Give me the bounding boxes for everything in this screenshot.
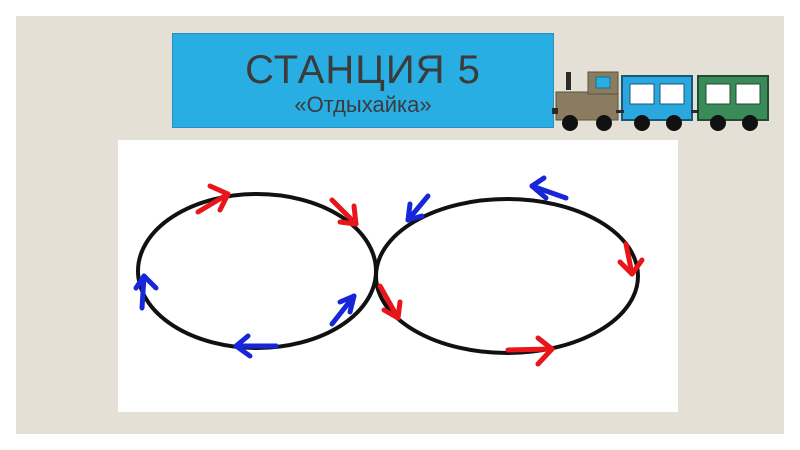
- green-car: [698, 76, 768, 120]
- blue-car: [622, 76, 692, 120]
- red-arrows: [198, 186, 642, 364]
- slide-subtitle: «Отдыхайка»: [173, 92, 553, 118]
- title-box: СТАНЦИЯ 5 «Отдыхайка»: [172, 33, 554, 128]
- locomotive: [552, 72, 618, 120]
- infinity-diagram: [118, 140, 678, 412]
- infinity-loop-arrows-icon: [118, 140, 678, 412]
- infinity-loop: [138, 194, 638, 353]
- slide-title: СТАНЦИЯ 5: [173, 48, 553, 92]
- toy-train-icon: [552, 68, 774, 136]
